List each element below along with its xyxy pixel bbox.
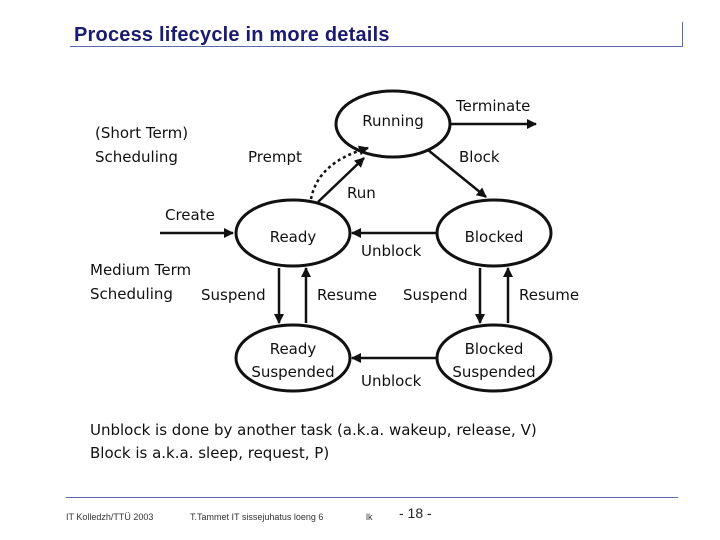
title-underline [70, 46, 682, 47]
state-blocked-suspended-label-1: Blocked [465, 340, 524, 358]
state-ready [234, 198, 352, 268]
label-unblock-bottom: Unblock [361, 372, 422, 390]
state-running-label: Running [362, 112, 423, 130]
page-number: - 18 - [399, 505, 432, 521]
note-unblock: Unblock is done by another task (a.k.a. … [90, 421, 537, 439]
label-suspend-left: Suspend [201, 286, 266, 304]
label-short-term-1: (Short Term) [95, 124, 188, 142]
label-suspend-right: Suspend [403, 286, 468, 304]
state-ready-suspended-label-2: Suspended [251, 363, 334, 381]
label-create: Create [165, 206, 215, 224]
label-resume-right: Resume [519, 286, 579, 304]
title-corner-tick [682, 22, 683, 47]
label-medium-term-2: Scheduling [90, 285, 173, 303]
arrow-prempt [309, 145, 369, 200]
label-block: Block [459, 148, 500, 166]
label-run: Run [347, 184, 376, 202]
state-blocked-label: Blocked [465, 228, 524, 246]
label-unblock-top: Unblock [361, 242, 422, 260]
footer-course: T.Tammet IT sissejuhatus loeng 6 [190, 512, 324, 522]
note-block: Block is a.k.a. sleep, request, P) [90, 444, 330, 462]
state-ready-label: Ready [270, 228, 317, 246]
label-terminate: Terminate [455, 97, 530, 115]
arrow-block [427, 149, 487, 198]
state-blocked-suspended [435, 323, 553, 393]
label-medium-term-1: Medium Term [90, 261, 191, 279]
state-ready-suspended-label-1: Ready [270, 340, 317, 358]
footer-term: lk [366, 512, 373, 522]
footer-rule [66, 497, 678, 498]
label-resume-left: Resume [317, 286, 377, 304]
label-short-term-2: Scheduling [95, 148, 178, 166]
state-ready-suspended [234, 323, 352, 393]
arrow-run [317, 157, 365, 203]
label-prempt: Prempt [248, 148, 302, 166]
state-blocked [435, 198, 553, 268]
state-blocked-suspended-label-2: Suspended [452, 363, 535, 381]
state-running [334, 89, 452, 159]
footer-institution: IT Kolledzh/TTÜ 2003 [66, 512, 154, 522]
slide-title: Process lifecycle in more details [74, 24, 390, 46]
